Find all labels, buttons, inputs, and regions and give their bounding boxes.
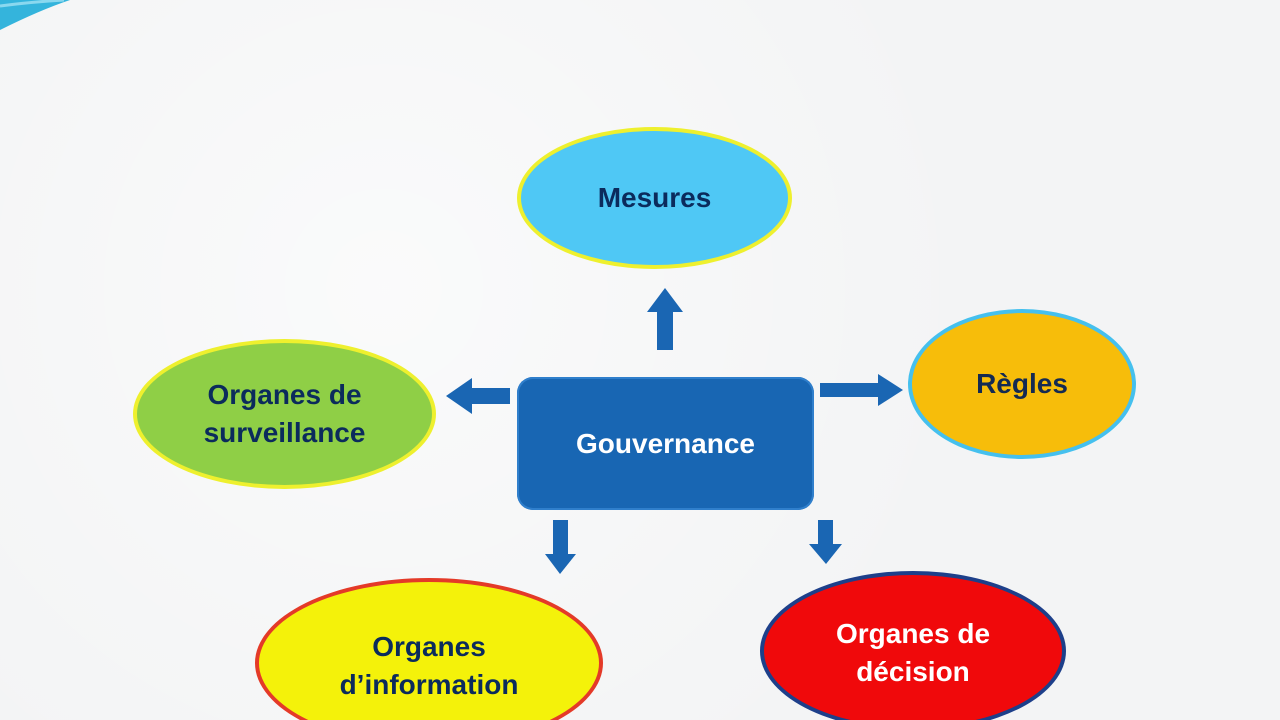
node-regles-label: Règles (976, 368, 1068, 399)
arrow-right (820, 374, 903, 406)
node-organes-surveillance: Organes de surveillance (133, 339, 436, 489)
node-regles: Règles (908, 309, 1136, 459)
node-decision-line1: Organes de (835, 618, 991, 649)
node-surveillance-line2: surveillance (203, 417, 366, 448)
node-gouvernance-label: Gouvernance (576, 427, 755, 459)
node-gouvernance-center: Gouvernance (517, 377, 814, 510)
node-organes-decision: Organes de décision (760, 571, 1066, 720)
arrow-left (446, 378, 510, 414)
node-mesures-label: Mesures (597, 182, 712, 213)
arrow-up (647, 288, 683, 350)
node-information-line1: Organes (372, 631, 486, 662)
node-decision-line2: décision (856, 656, 970, 687)
node-surveillance-line1: Organes de (207, 379, 362, 410)
node-mesures: Mesures (517, 127, 792, 269)
arrow-down-left (545, 520, 576, 574)
arrow-down-right (809, 520, 842, 564)
corner-swoosh-decoration (0, 0, 70, 30)
node-information-line2: d’information (339, 669, 519, 700)
node-organes-information: Organes d’information (255, 578, 603, 720)
